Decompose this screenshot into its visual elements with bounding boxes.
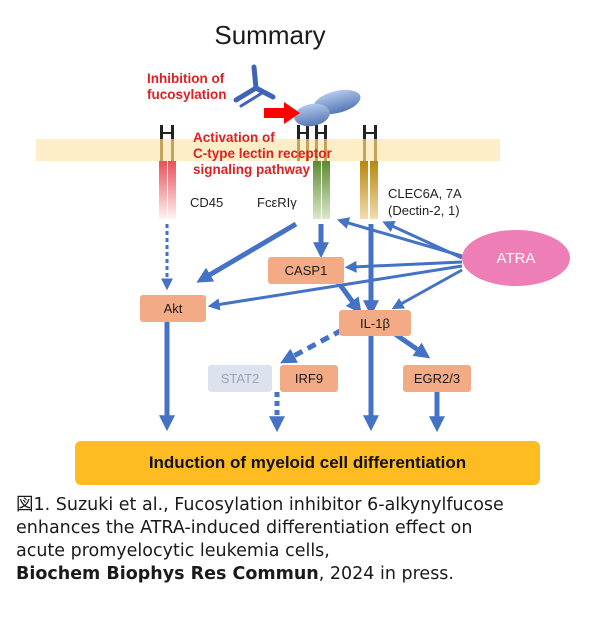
cd45-label: CD45 <box>190 195 224 210</box>
caption-suffix: , 2024 in press. <box>318 564 454 584</box>
antibody-icon <box>233 64 276 108</box>
fceri-receptor <box>297 125 330 219</box>
clec-receptor <box>360 125 378 219</box>
cd45-receptor <box>159 125 176 219</box>
arrow-atra-akt <box>207 264 463 311</box>
arrow-atra-clec <box>382 221 463 260</box>
fceri-label: FcεRIγ <box>257 195 297 210</box>
arrow-atra-casp1 <box>344 260 463 273</box>
journal-name: Biochem Biophys Res Commun <box>16 564 319 584</box>
irf9-node: IRF9 <box>280 365 338 392</box>
lectin-icon <box>294 89 361 127</box>
pathway-diagram: Summary Inhibition of fucosylation Activ… <box>36 20 570 485</box>
diagram-canvas <box>36 64 500 433</box>
pathway-arrows <box>158 217 463 433</box>
caption-line-2: enhances the ATRA-induced differentiatio… <box>16 518 473 538</box>
cell-membrane <box>36 139 500 161</box>
akt-node: Akt <box>140 295 206 322</box>
arrow-il1b-egr <box>393 331 431 359</box>
page-title: Summary <box>214 20 326 50</box>
caption-line-1: 図1. Suzuki et al., Fucosylation inhibito… <box>16 495 504 515</box>
figure-caption: 図1. Suzuki et al., Fucosylation inhibito… <box>16 494 594 586</box>
inhibition-label: Inhibition of fucosylation <box>147 71 227 102</box>
arrow-fc-akt <box>196 221 298 283</box>
stat2-node: STAT2 <box>208 365 272 392</box>
caption-line-4: Biochem Biophys Res Commun, 2024 in pres… <box>16 563 594 586</box>
outcome-banner: Induction of myeloid cell differentiatio… <box>75 441 540 485</box>
il1b-node: IL-1β <box>339 310 411 336</box>
arrow-atra-il1b <box>391 268 463 310</box>
clec-label: CLEC6A, 7A (Dectin-2, 1) <box>388 186 462 218</box>
egr-node: EGR2/3 <box>403 365 471 392</box>
inhibition-arrow <box>264 102 300 124</box>
atra-node: ATRA <box>462 230 570 286</box>
arrow-il1b-irf9 <box>280 327 344 364</box>
caption-line-3: acute promyelocytic leukemia cells, <box>16 541 330 561</box>
activation-label: Activation of C-type lectin receptor sig… <box>193 130 332 177</box>
casp1-node: CASP1 <box>268 257 344 284</box>
